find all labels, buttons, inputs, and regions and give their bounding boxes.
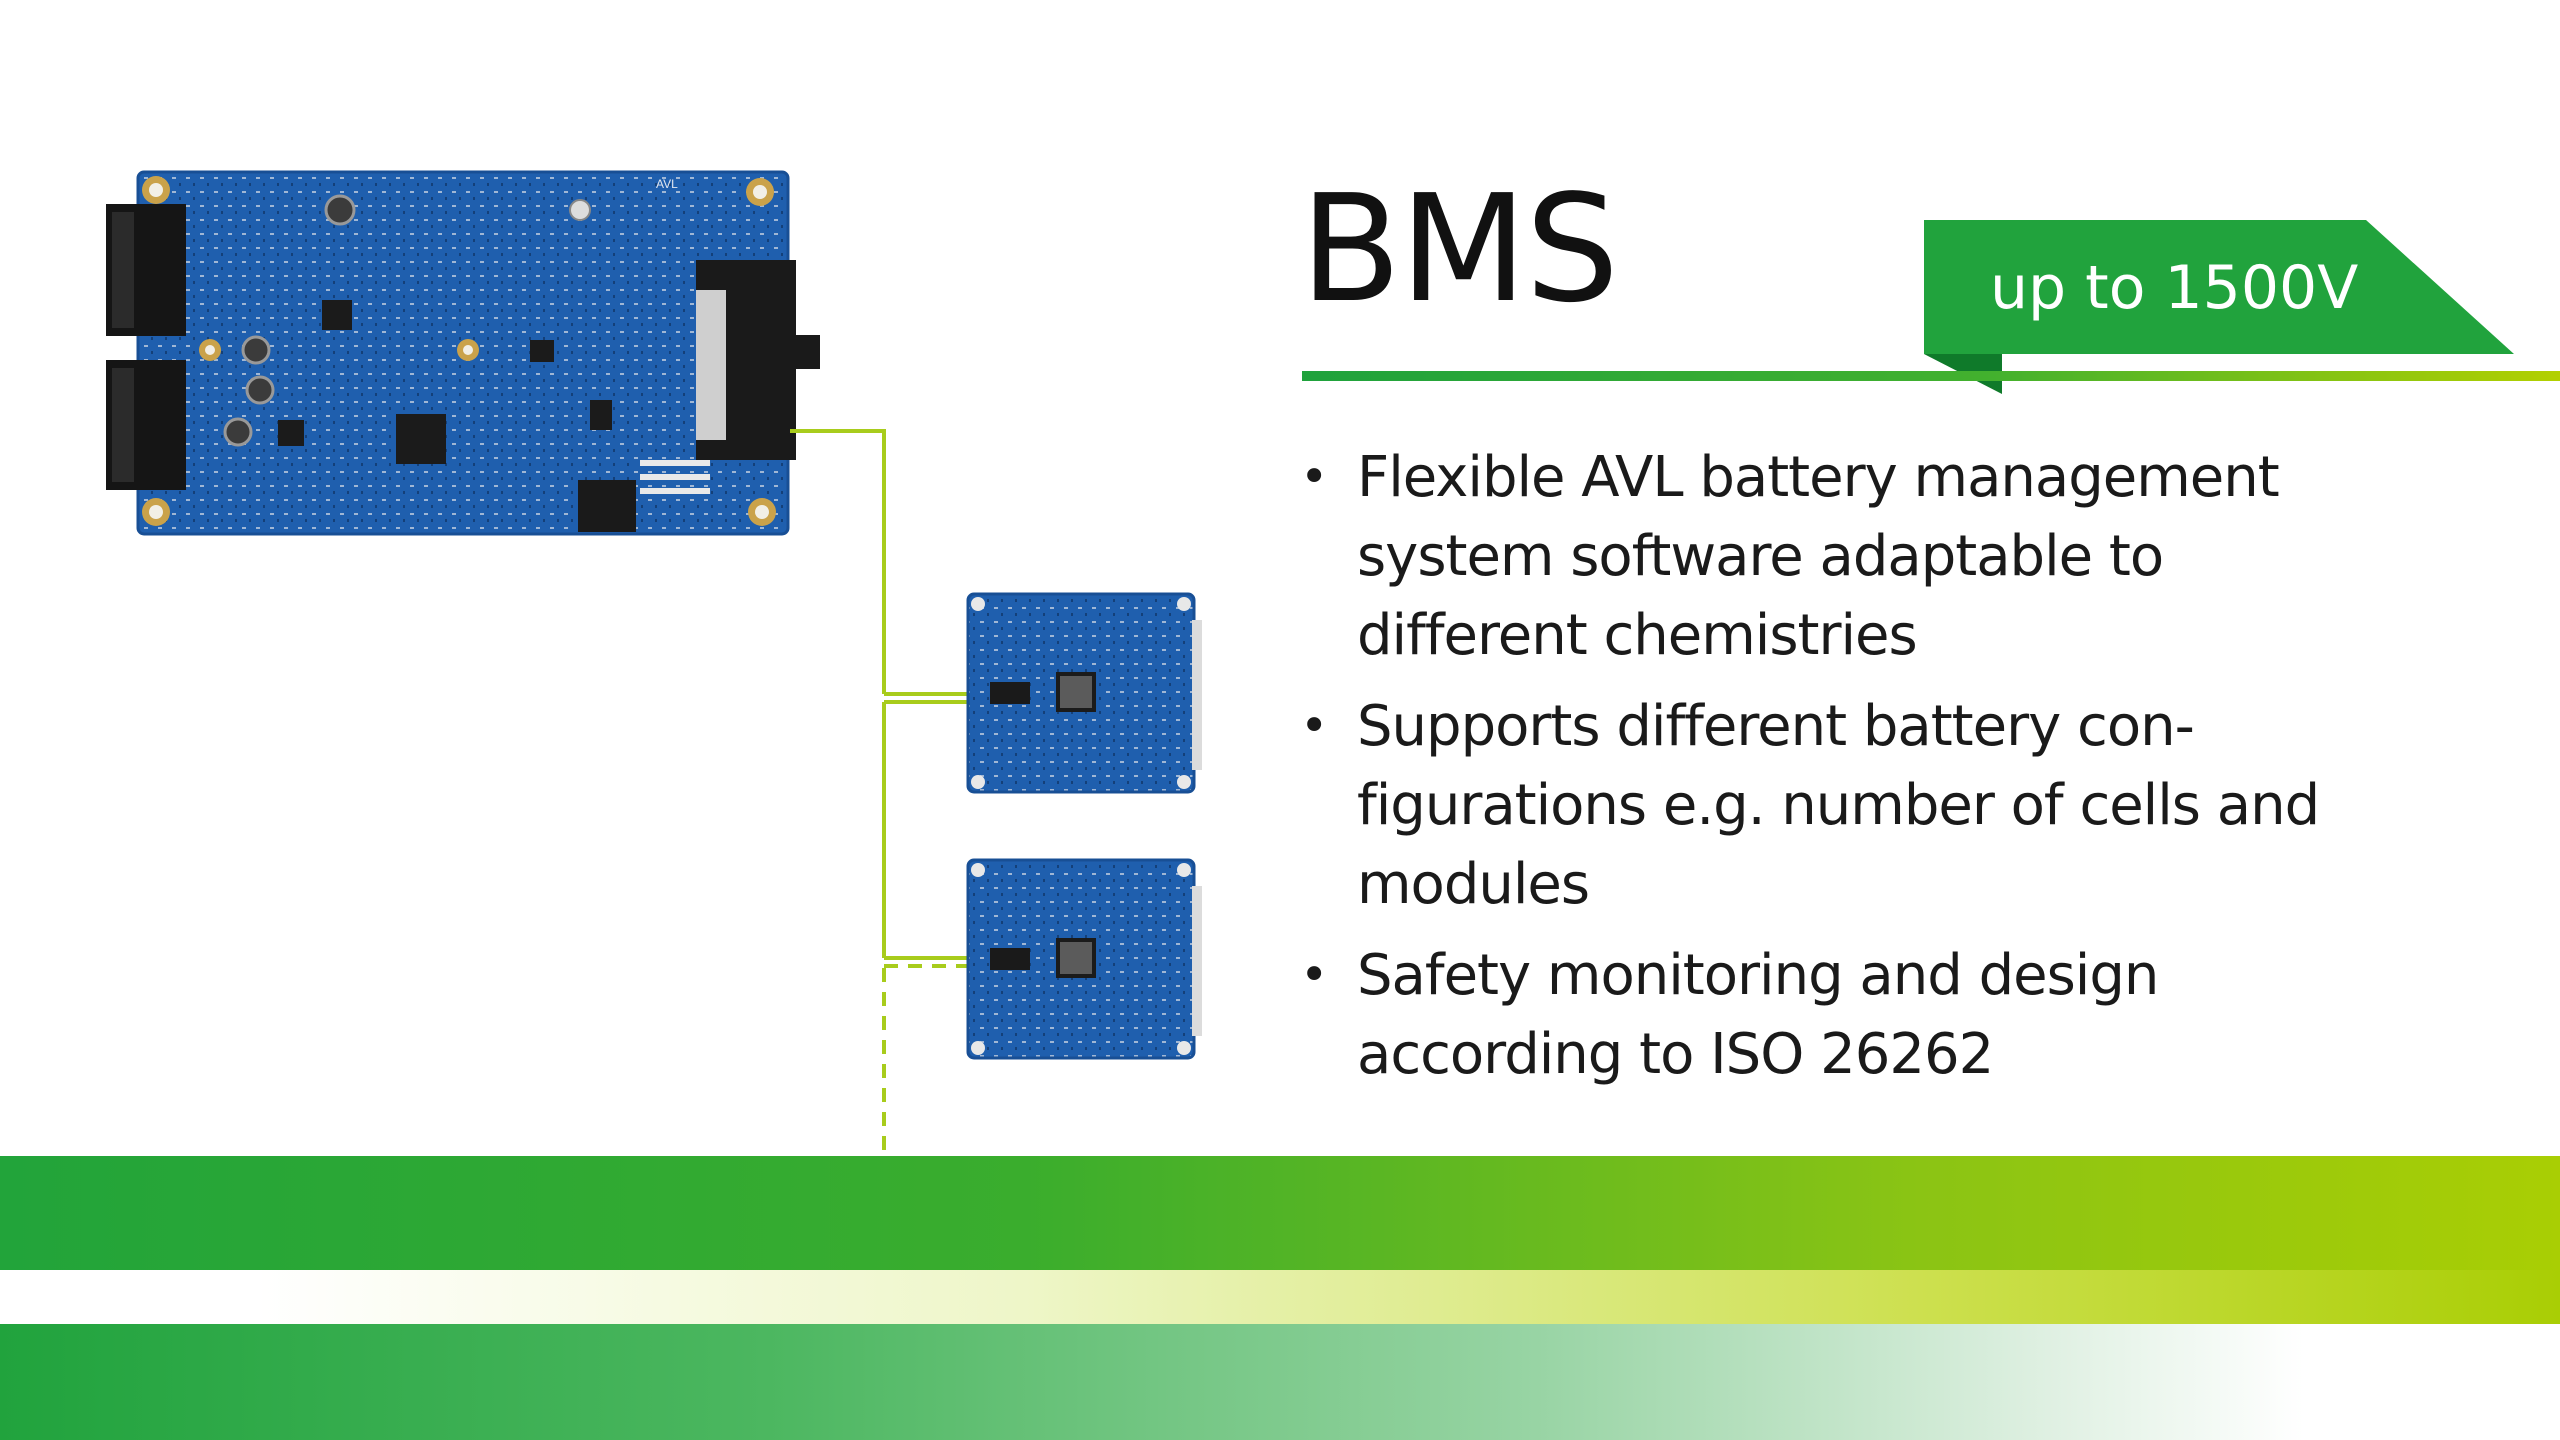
list-item-text: Flexible AVL battery management system s… bbox=[1357, 445, 2280, 668]
bullet-icon: • bbox=[1300, 947, 1328, 1003]
footer-band-bottom bbox=[0, 1324, 2560, 1440]
list-item: • Safety monitoring and design according … bbox=[1300, 936, 2500, 1094]
list-item: • Flexible AVL battery management system … bbox=[1300, 438, 2500, 675]
bms-master-board-icon: AVL bbox=[106, 170, 820, 536]
board-marking: AVL bbox=[656, 177, 678, 191]
voltage-badge-label: up to 1500V bbox=[1990, 253, 2359, 323]
connection-wires bbox=[790, 429, 970, 1158]
list-item-text: Supports different battery con- figurati… bbox=[1357, 694, 2320, 917]
title-divider bbox=[1302, 371, 2560, 381]
feature-list: • Flexible AVL battery management system … bbox=[1300, 438, 2500, 1106]
slide-title: BMS bbox=[1300, 163, 1619, 335]
bullet-icon: • bbox=[1300, 449, 1328, 505]
footer-band-top bbox=[0, 1156, 2560, 1270]
cell-monitor-board-icon bbox=[966, 858, 1202, 1060]
list-item: • Supports different battery con- figurat… bbox=[1300, 687, 2500, 924]
list-item-text: Safety monitoring and design according t… bbox=[1357, 943, 2159, 1087]
cell-monitor-board-icon bbox=[966, 592, 1202, 794]
bullet-icon: • bbox=[1300, 698, 1328, 754]
footer-band-middle bbox=[0, 1270, 2560, 1324]
